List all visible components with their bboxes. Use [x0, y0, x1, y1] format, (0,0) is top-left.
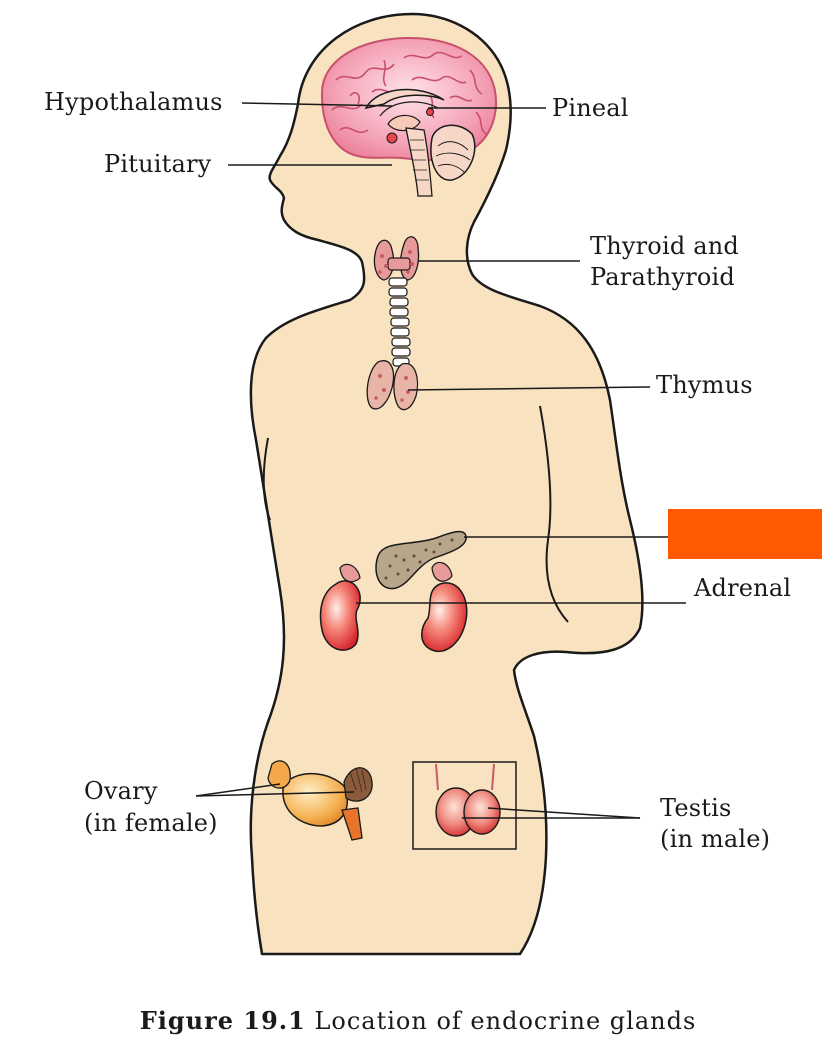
right-kidney — [421, 561, 468, 653]
arm-contour — [539, 405, 569, 623]
brain — [320, 36, 498, 197]
figure-caption-text: Location of endocrine glands — [314, 1007, 697, 1035]
thymus-gland — [366, 360, 419, 411]
arm-contour-2 — [262, 437, 271, 521]
label-adrenal: Adrenal — [694, 574, 792, 602]
testis-inset — [412, 761, 517, 850]
ovary-uterus — [267, 760, 373, 841]
label-hypothalamus: Hypothalamus — [44, 88, 223, 116]
label-thyroid-line1: Thyroid and — [590, 232, 739, 260]
thyroid-gland — [373, 236, 420, 281]
label-testis-line1: Testis — [660, 794, 732, 822]
leader-lines — [195, 102, 686, 819]
trachea — [388, 277, 411, 367]
label-pituitary: Pituitary — [104, 150, 212, 178]
left-kidney — [319, 563, 361, 651]
label-thyroid-line2: Parathyroid — [590, 263, 735, 291]
label-testis-line2: (in male) — [660, 825, 771, 853]
label-thymus: Thymus — [656, 371, 753, 399]
label-ovary-line2: (in female) — [84, 809, 218, 837]
label-ovary-line1: Ovary — [84, 777, 158, 805]
label-pineal: Pineal — [552, 94, 629, 122]
figure-caption: Figure 19.1 Location of endocrine glands — [0, 1006, 836, 1035]
body-silhouette — [249, 12, 644, 956]
redacted-label-box — [668, 509, 822, 559]
pancreas — [375, 530, 467, 590]
figure-number: Figure 19.1 — [139, 1006, 306, 1035]
